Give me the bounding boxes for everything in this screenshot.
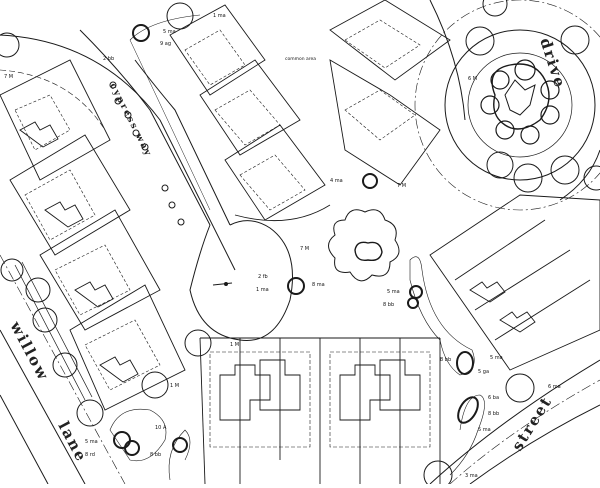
plant-code: 7 M bbox=[4, 74, 13, 80]
street-label-drive: drive bbox=[536, 36, 569, 91]
plant-code: 1 M bbox=[230, 342, 239, 348]
shrub-bed-outlines bbox=[109, 14, 485, 481]
hedge-strip bbox=[14, 261, 93, 401]
plant-code: 5 ma bbox=[490, 355, 503, 361]
plant-code: 1 M bbox=[170, 383, 179, 389]
plant-code: 9 ag bbox=[160, 41, 171, 47]
plant-code: 5 ma bbox=[163, 29, 176, 35]
feature-tree bbox=[328, 209, 400, 282]
lot-block-north bbox=[169, 4, 331, 222]
plant-code: 2 fb bbox=[258, 274, 268, 280]
drive-roundabout bbox=[414, 0, 600, 211]
lot-block-west bbox=[0, 59, 186, 411]
plant-code: 8 ma bbox=[312, 282, 325, 288]
plant-code: 10 A bbox=[155, 425, 167, 431]
street-road bbox=[429, 359, 600, 485]
street-label-way: cypress way bbox=[107, 82, 153, 159]
plant-code: 4 ma bbox=[330, 178, 343, 184]
plant-code: 5 ma bbox=[85, 439, 98, 445]
plant-code: 6 ma bbox=[548, 384, 561, 390]
lot-block-east bbox=[429, 194, 600, 371]
plant-code: 8 rd bbox=[85, 452, 95, 458]
plant-code: 3 ma bbox=[465, 473, 478, 479]
plant-code: 6 ba bbox=[488, 395, 499, 401]
path-markers bbox=[109, 81, 185, 226]
plant-code: 6 M bbox=[468, 76, 477, 82]
willow-lane-road bbox=[0, 34, 236, 485]
plant-code: 2 bb bbox=[103, 56, 114, 62]
shrub-clusters bbox=[113, 24, 479, 456]
plant-code: 8 bb bbox=[440, 357, 451, 363]
lot-block-northeast bbox=[329, 0, 451, 186]
plant-code: 1 ma bbox=[213, 13, 226, 19]
plant-code: 8 bb bbox=[150, 452, 161, 458]
plant-code: 8 bb bbox=[488, 411, 499, 417]
plant-code-labels: 1 ma 5 ma 9 ag 2 bb 7 M 6 M 4 ma 7 M 7 M… bbox=[4, 13, 561, 479]
plant-code: 5 ma bbox=[387, 289, 400, 295]
plant-code: 1 ma bbox=[256, 287, 269, 293]
plant-code: 5 ga bbox=[478, 369, 489, 375]
plant-code: 7 M bbox=[397, 183, 406, 189]
area-label-common: common area bbox=[285, 56, 316, 62]
cypress-way-road bbox=[79, 29, 293, 341]
plant-code: 8 bb bbox=[383, 302, 394, 308]
lot-block-south bbox=[199, 337, 441, 485]
plant-code: 5 ma bbox=[478, 427, 491, 433]
plant-code: 7 M bbox=[300, 246, 309, 252]
street-label-street: street bbox=[508, 393, 556, 455]
street-label-willow: willow bbox=[6, 318, 53, 385]
